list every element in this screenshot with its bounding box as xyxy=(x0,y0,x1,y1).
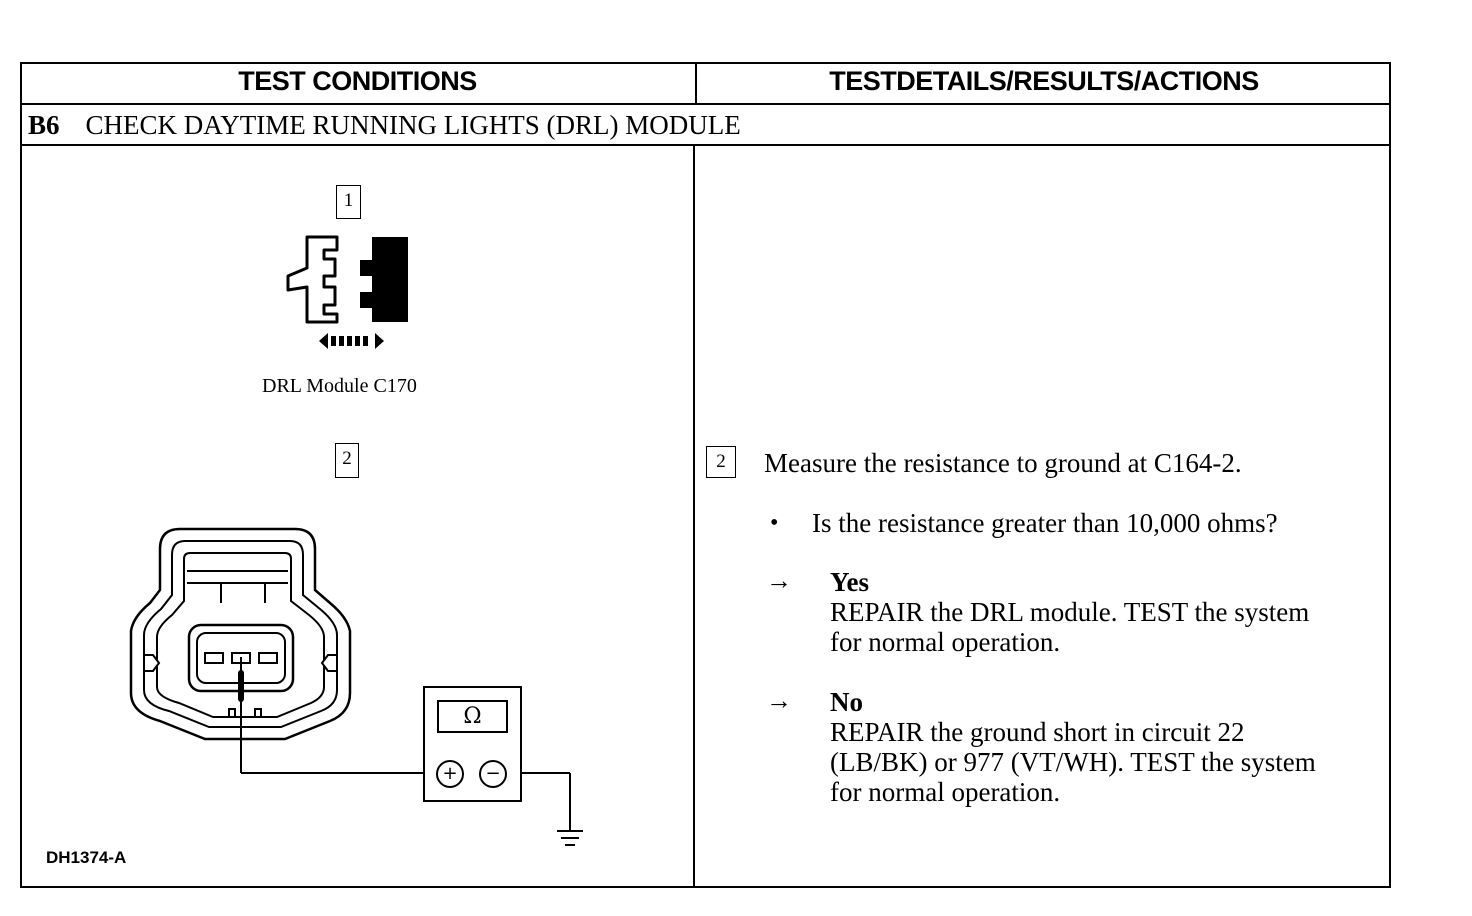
yes-action-line-2: for normal operation. xyxy=(830,627,1061,657)
yes-arrow: → xyxy=(766,566,792,595)
step-1-label: DRL Module C170 xyxy=(262,375,417,397)
positive-terminal: + xyxy=(436,760,464,788)
header-divider xyxy=(20,103,1391,105)
body-column-divider xyxy=(693,144,695,888)
header-test-details: TESTDETAILS/RESULTS/ACTIONS xyxy=(829,66,1259,96)
bullet: • xyxy=(770,510,779,536)
figure-id: DH1374-A xyxy=(46,848,127,867)
instruction-text: Measure the resistance to ground at C164… xyxy=(764,448,1242,478)
connector-c164-drawing xyxy=(129,527,352,741)
header-test-conditions: TEST CONDITIONS xyxy=(238,66,477,96)
no-action-line-2: (LB/BK) or 977 (VT/WH). TEST the system xyxy=(830,747,1316,777)
no-arrow: → xyxy=(766,686,792,715)
table-frame xyxy=(20,62,1391,888)
step-2-box: 2 xyxy=(335,443,359,478)
ohm-symbol: Ω xyxy=(463,704,482,729)
no-label: No xyxy=(830,687,863,717)
yes-action-line-1: REPAIR the DRL module. TEST the system xyxy=(830,597,1310,627)
header-column-divider xyxy=(695,62,697,104)
ohmmeter-display: Ω xyxy=(437,700,508,733)
right-step-2-box: 2 xyxy=(706,446,736,478)
no-action-line-1: REPAIR the ground short in circuit 22 xyxy=(830,717,1245,747)
ohmmeter: Ω + − xyxy=(423,686,522,802)
section-heading: CHECK DAYTIME RUNNING LIGHTS (DRL) MODUL… xyxy=(85,110,741,140)
yes-label: Yes xyxy=(830,567,869,597)
negative-terminal: − xyxy=(479,760,507,788)
step-1-box: 1 xyxy=(336,185,361,219)
section-title: B6 CHECK DAYTIME RUNNING LIGHTS (DRL) MOD… xyxy=(28,110,741,141)
section-divider xyxy=(20,144,1391,146)
connector-disconnect-icon xyxy=(286,235,408,349)
section-id: B6 xyxy=(28,110,60,140)
no-action-line-3: for normal operation. xyxy=(830,777,1061,807)
question-text: Is the resistance greater than 10,000 oh… xyxy=(812,508,1278,538)
